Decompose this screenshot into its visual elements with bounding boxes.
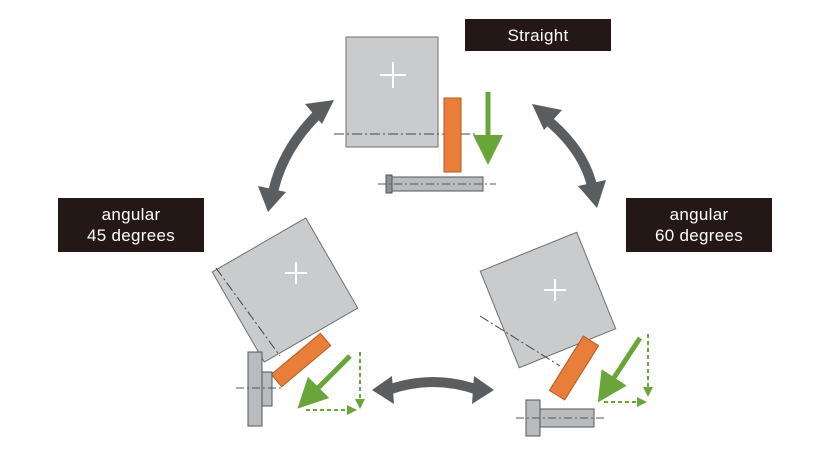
cross-mark-icon <box>380 62 406 88</box>
cycle-arrow-top-right <box>532 104 606 208</box>
grinding-wheel <box>345 36 439 148</box>
label-angular-60-line2: 60 degrees <box>654 226 744 245</box>
workpiece-shaft <box>236 351 282 427</box>
workpiece-shaft <box>516 399 604 437</box>
workpiece <box>548 335 600 401</box>
label-straight-text: Straight <box>507 25 569 45</box>
angular-45-setup <box>211 217 365 427</box>
feed-arrow <box>597 336 643 403</box>
label-straight: Straight <box>465 19 611 51</box>
cycle-arrow-bottom <box>372 376 494 404</box>
cross-mark-icon <box>285 262 307 284</box>
grinding-wheel <box>479 231 617 369</box>
label-angular-60-line1: angular <box>669 205 729 224</box>
grinding-wheel <box>211 217 359 363</box>
wheel-center-line <box>479 315 561 367</box>
workpiece <box>443 97 462 173</box>
label-angular-45-line2: 45 degrees <box>86 226 176 245</box>
workpiece-shaft <box>378 174 496 194</box>
cross-mark-icon <box>544 279 566 301</box>
label-angular-60: angular 60 degrees <box>626 198 772 252</box>
cycle-arrow-top-left <box>258 100 334 212</box>
wheel-center-line <box>215 267 281 357</box>
angular-60-setup <box>479 231 653 437</box>
straight-setup <box>334 36 503 194</box>
workpiece <box>270 332 332 388</box>
label-angular-45-line1: angular <box>101 205 161 224</box>
label-angular-45: angular 45 degrees <box>58 198 204 252</box>
feed-arrow <box>297 354 352 409</box>
